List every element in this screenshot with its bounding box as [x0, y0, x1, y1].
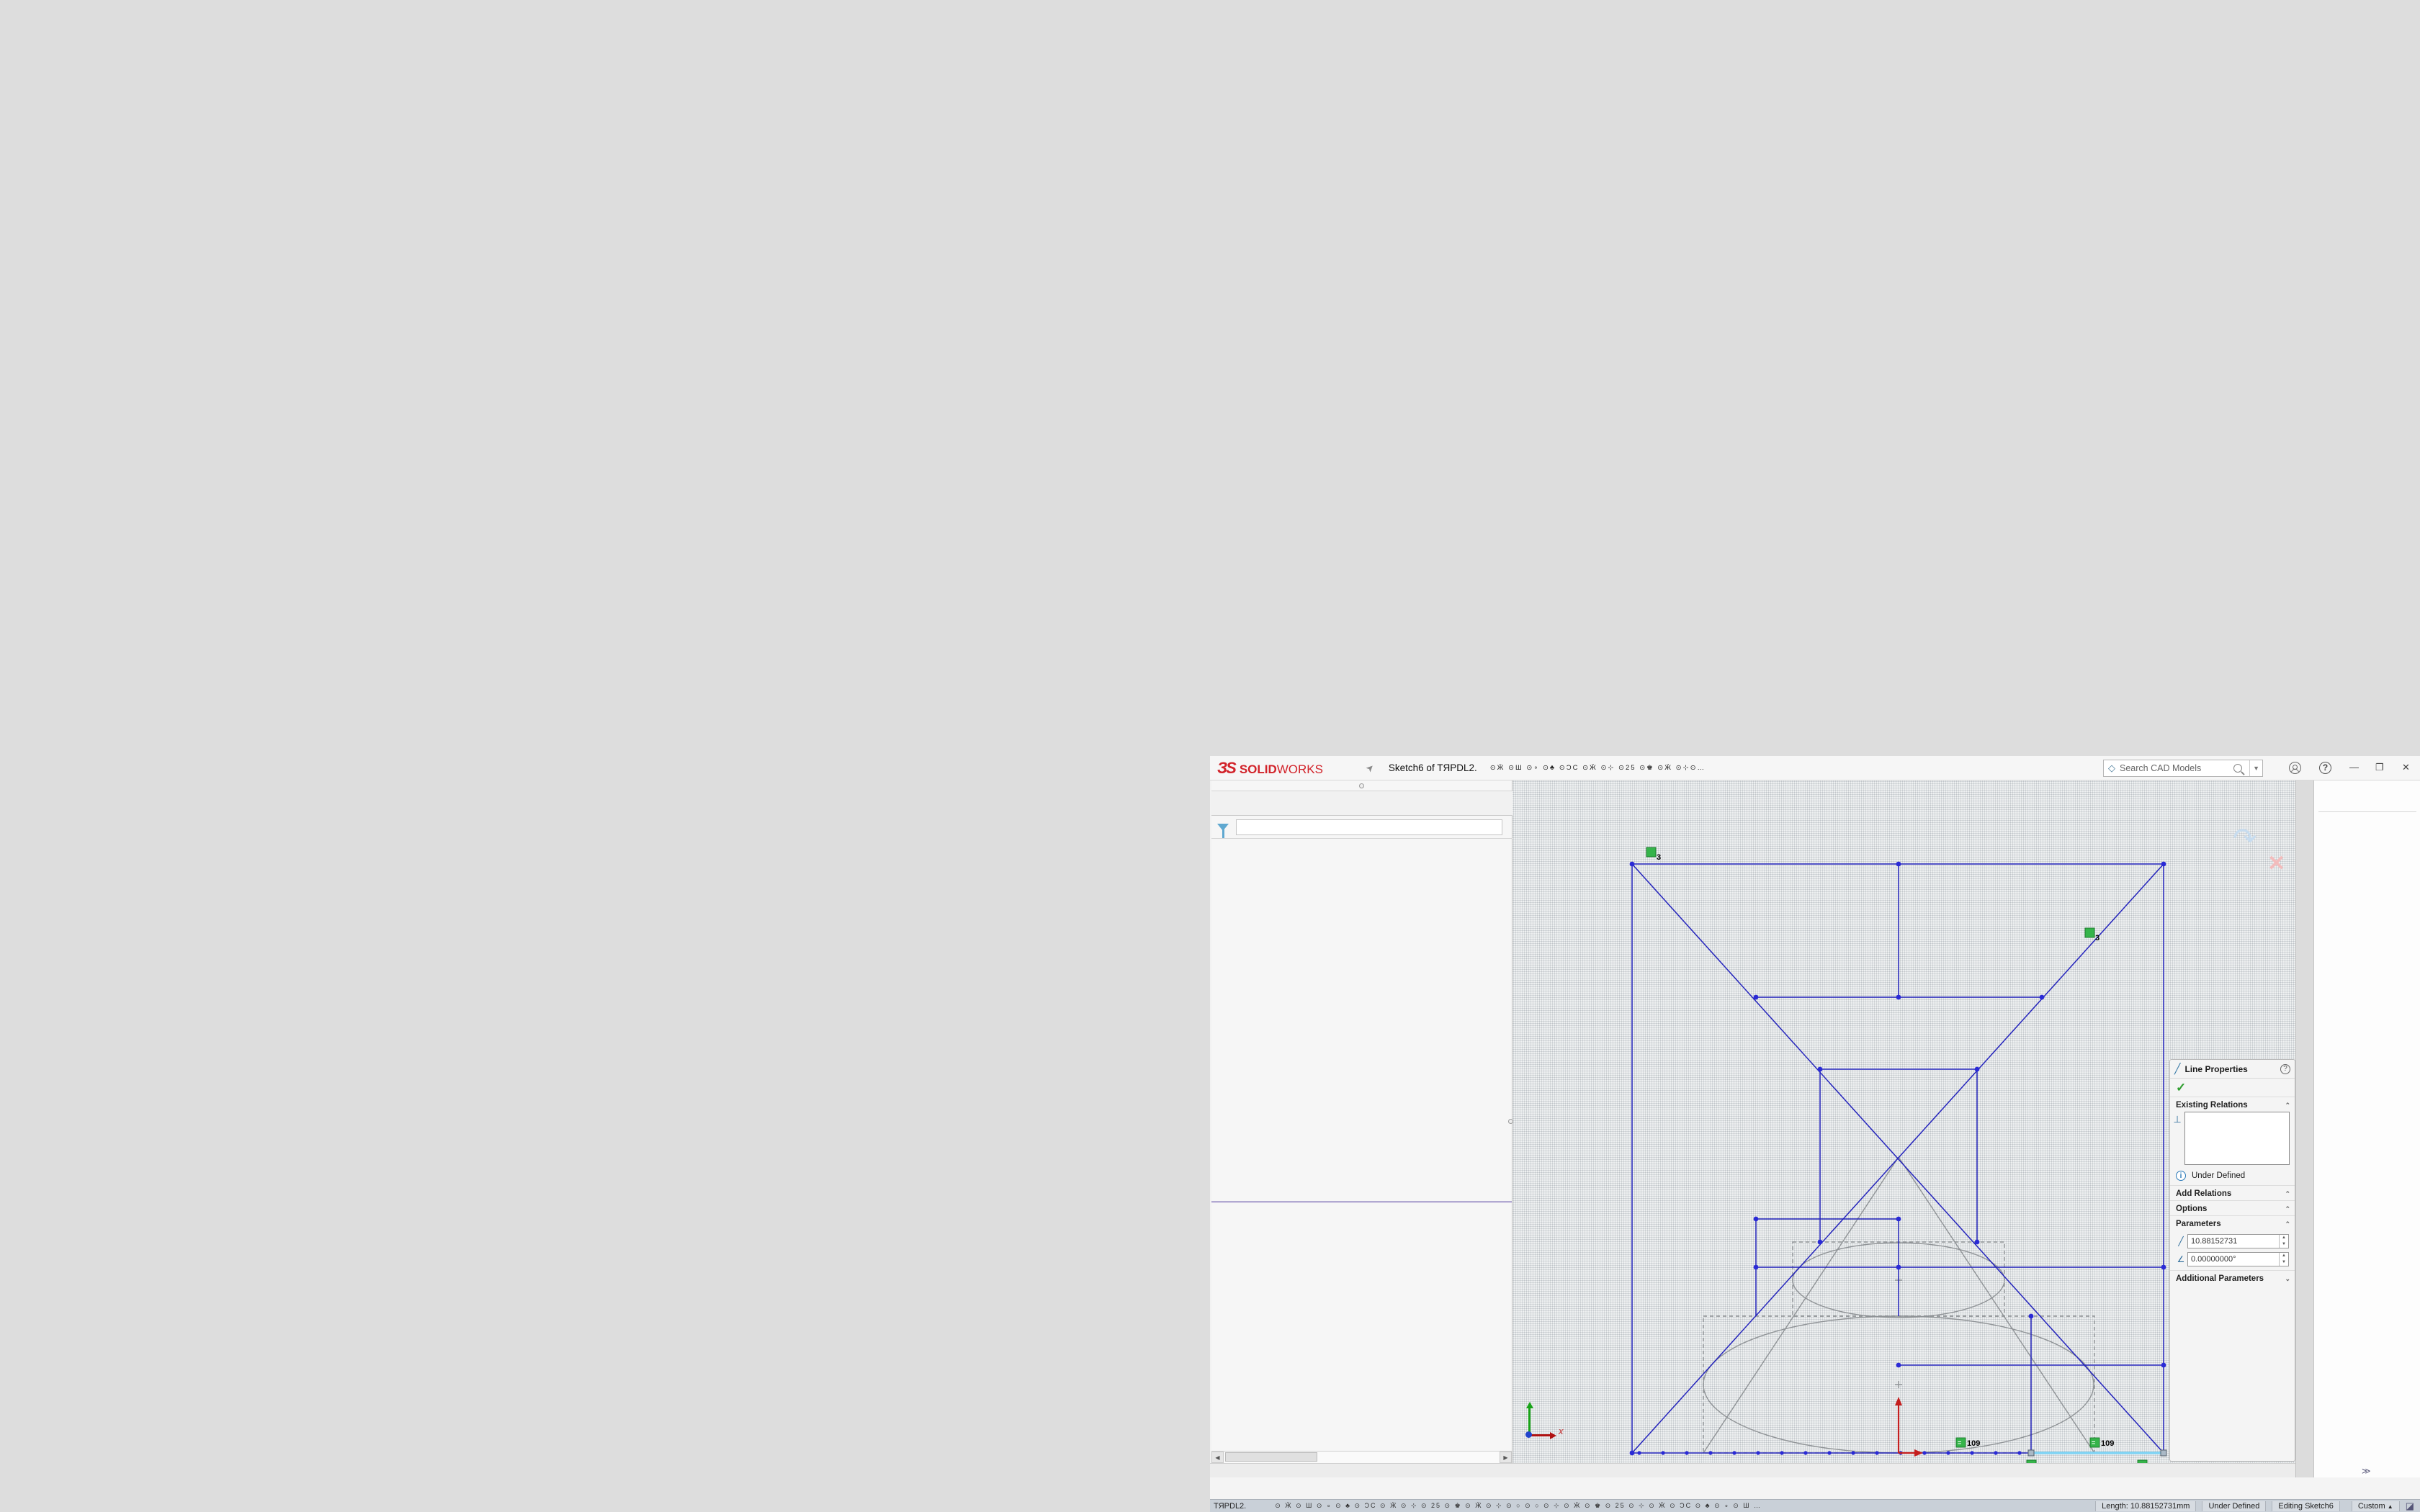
status-doc-name: TЯPDL2. [1214, 1501, 1247, 1511]
options-header[interactable]: Options⌃ [2170, 1200, 2295, 1215]
status-row: i Under Defined [2176, 1171, 2295, 1181]
more-tools-chevron[interactable]: ≫ [2362, 1466, 2371, 1476]
scroll-right-arrow[interactable]: ▶ [1500, 1452, 1512, 1463]
minimize-button[interactable]: — [2349, 762, 2359, 773]
properties-title: Line Properties [2184, 1063, 2248, 1074]
add-relations-header[interactable]: Add Relations⌃ [2170, 1185, 2295, 1200]
status-bar: TЯPDL2. ⊙ Ӝ ⊙ Ш ⊙ ∘ ⊙ ♣ ⊙ ƆC ⊙ Ӝ ⊙ ⊹ ⊙ 2… [1210, 1499, 2420, 1512]
svg-text:=: = [1958, 1439, 1961, 1446]
view-triad-y-axis [1526, 1402, 1533, 1436]
additional-parameters-header[interactable]: Additional Parameters⌄ [2170, 1270, 2295, 1285]
svg-text:3: 3 [2095, 934, 2099, 942]
search-dropdown-icon[interactable]: ▼ [2249, 760, 2262, 776]
angle-icon: ∠ [2177, 1254, 2185, 1264]
view-triad-x-label: x [1559, 1426, 1564, 1436]
svg-text:=: = [2092, 1439, 2095, 1446]
length-parameter: ╱ 10.88152731▲▼ [2174, 1234, 2295, 1248]
relations-listbox[interactable] [2184, 1112, 2290, 1165]
filter-icon [1217, 823, 1229, 838]
panel-width-handle[interactable] [1508, 1119, 1513, 1124]
user-account-icon[interactable] [2289, 762, 2301, 774]
view-triad-x-axis [1528, 1432, 1556, 1439]
length-input[interactable]: 10.88152731▲▼ [2187, 1234, 2289, 1248]
document-title: Sketch6 of TЯPDL2. [1388, 762, 1477, 773]
info-icon: i [2176, 1171, 2186, 1181]
svg-text:109: 109 [1967, 1439, 1980, 1448]
status-editing: Editing Sketch6 [2272, 1500, 2340, 1511]
pin-icon[interactable]: ➤ [1363, 760, 1377, 775]
graphics-area[interactable]: ↷ ✕ [1512, 780, 2295, 1464]
close-button[interactable]: ✕ [2402, 762, 2410, 773]
bottom-toolbar [1210, 1477, 2420, 1499]
scroll-thumb[interactable] [1225, 1452, 1317, 1462]
panel-splitter[interactable] [1211, 1201, 1512, 1203]
status-sketch-icon[interactable]: ◪ [2405, 1500, 2414, 1511]
gesture-close-ghost-icon: ✕ [2267, 852, 2286, 876]
panel-collapse-handle[interactable] [1359, 783, 1364, 788]
under-defined-label: Under Defined [2192, 1171, 2246, 1180]
panel-horizontal-scrollbar[interactable]: ◀ ▶ [1211, 1451, 1512, 1463]
svg-text:3: 3 [1657, 853, 1661, 862]
scroll-left-arrow[interactable]: ◀ [1211, 1452, 1224, 1463]
search-input[interactable]: ◇ Search CAD Models ▼ [2103, 760, 2263, 777]
search-placeholder: Search CAD Models [2120, 763, 2202, 773]
relations-row: ⊥ [2170, 1112, 2295, 1165]
document-tab-bar [1210, 1463, 2295, 1477]
sketch-tools-panel: ≫ [2313, 780, 2420, 1499]
featuremanager-tabs [1211, 791, 1512, 816]
relation-icon: ⊥ [2173, 1114, 2182, 1125]
filter-input[interactable] [1236, 819, 1502, 835]
angle-input[interactable]: 0.00000000°▲▼ [2187, 1252, 2289, 1266]
status-length: Length: 10.88152731mm [2095, 1500, 2197, 1511]
status-garble: ⊙ Ӝ ⊙ Ш ⊙ ∘ ⊙ ♣ ⊙ ƆC ⊙ Ӝ ⊙ ⊹ ⊙ 25 ⊙ ♚ ⊙ … [1275, 1502, 1762, 1509]
search-icon[interactable] [2233, 764, 2243, 773]
ok-button[interactable]: ✓ [2176, 1081, 2187, 1094]
help-icon[interactable]: ? [2319, 762, 2331, 774]
featuremanager-panel: ◀ ▶ [1211, 780, 1513, 1463]
quick-access-toolbar[interactable]: ⊙Ӝ ⊙Ш ⊙∘ ⊙♣ ⊙ƆC ⊙Ӝ ⊙⊹ ⊙25 ⊙♚ ⊙Ӝ ⊙⊹⊙… [1489, 764, 1706, 772]
line-icon: ╱ [2174, 1063, 2181, 1074]
svg-text:109: 109 [2101, 1439, 2114, 1448]
gesture-arrow-ghost-icon: ↷ [2233, 823, 2257, 855]
search-cube-icon: ◇ [2108, 762, 2115, 773]
properties-header: ╱ Line Properties ? [2170, 1060, 2295, 1079]
parameters-header[interactable]: Parameters⌃ [2170, 1215, 2295, 1230]
scroll-track[interactable] [1224, 1452, 1500, 1463]
status-state: Under Defined [2202, 1500, 2267, 1511]
commandmanager-tab-strip [2295, 780, 2313, 1499]
filter-row [1211, 816, 1512, 839]
view-triad-origin [1525, 1431, 1532, 1438]
logo-ds-icon: ЗS [1217, 758, 1237, 777]
panel-top-strip [1211, 780, 1512, 791]
existing-relations-header[interactable]: Existing Relations⌃ [2170, 1097, 2295, 1112]
angle-parameter: ∠ 0.00000000°▲▼ [2174, 1252, 2295, 1266]
status-custom-dropdown[interactable]: Custom ▲ [2351, 1500, 2400, 1511]
sketch-canvas: 3 3 = 109 = 109 3 [1629, 847, 2167, 1464]
help-icon[interactable]: ? [2280, 1063, 2290, 1074]
restore-button[interactable]: ❐ [2375, 762, 2384, 773]
length-icon: ╱ [2178, 1236, 2184, 1246]
line-properties-panel: ╱ Line Properties ? ✓ Existing Relations… [2169, 1059, 2295, 1462]
